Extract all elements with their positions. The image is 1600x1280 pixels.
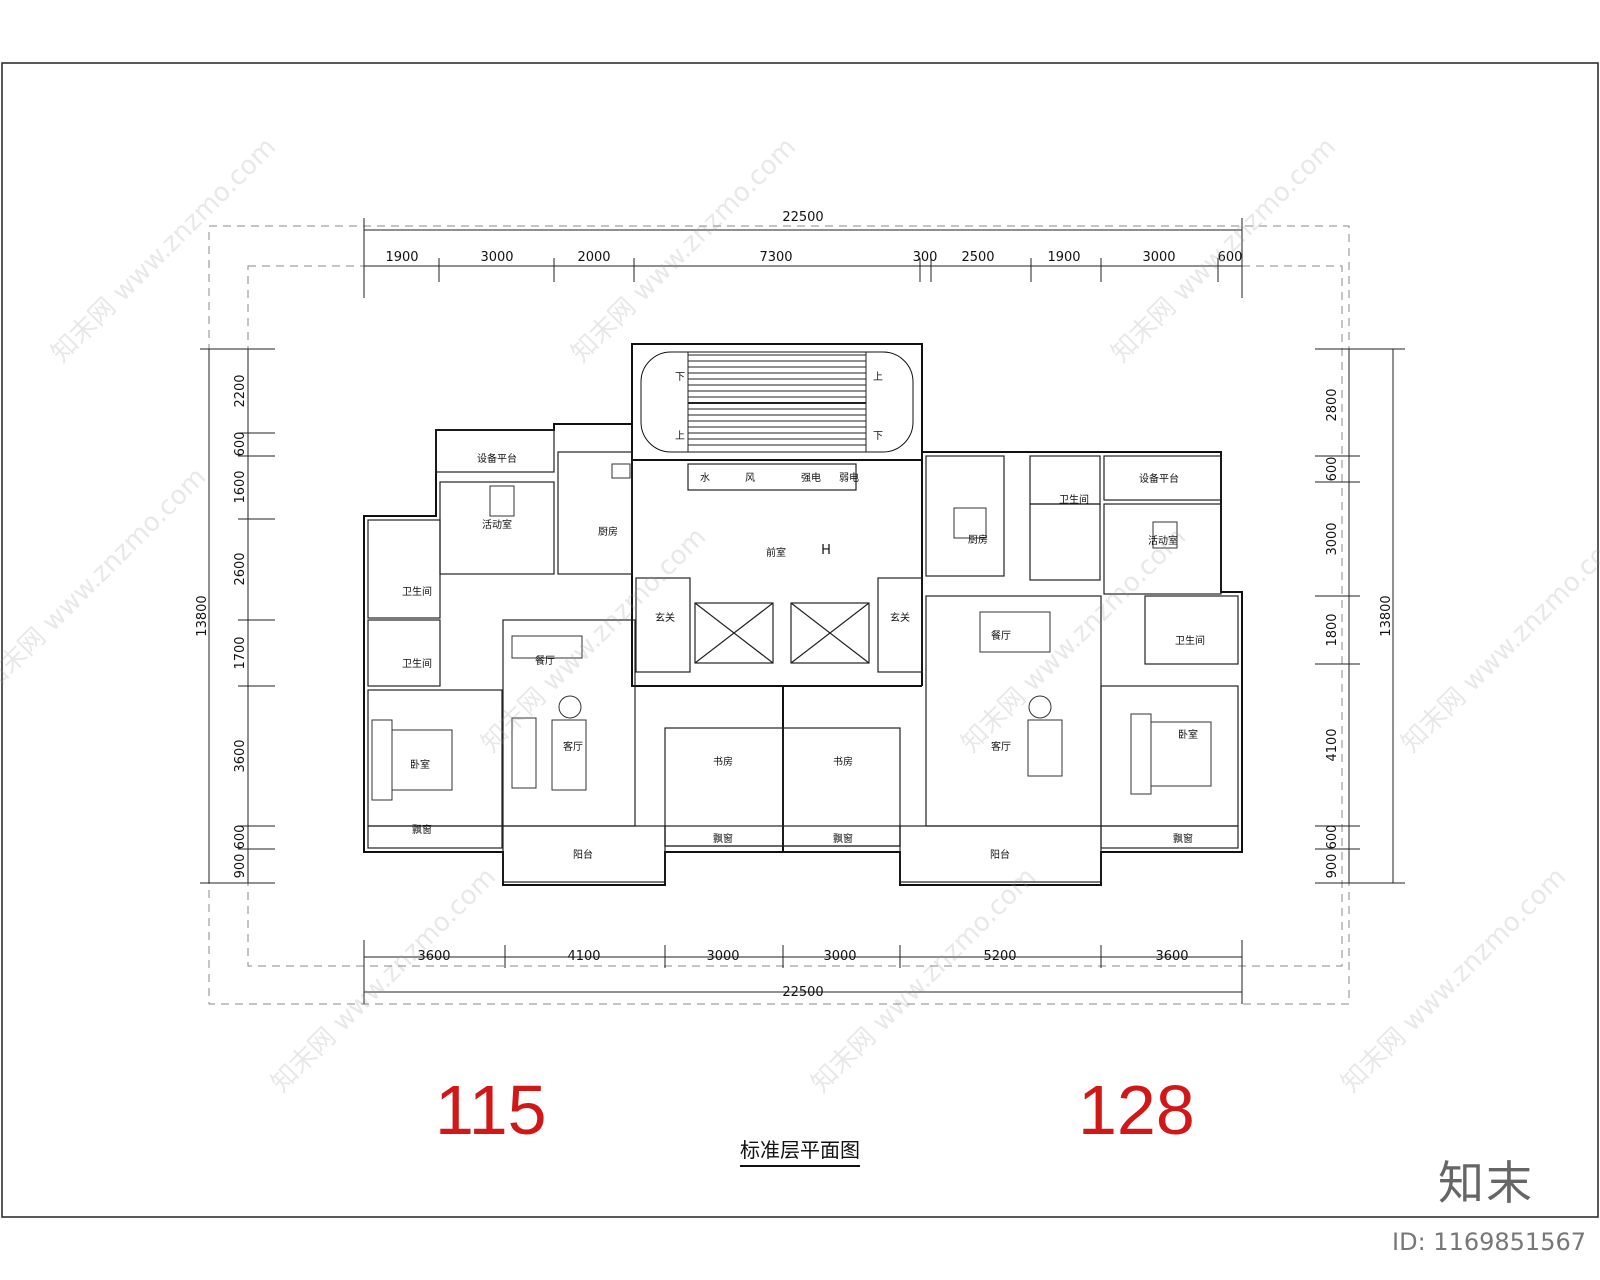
dim-top-8: 3000 — [1142, 250, 1175, 265]
label-equip-right: 设备平台 — [1139, 472, 1179, 485]
dashed-outline-outer — [208, 225, 1350, 1005]
dim-top-9: 600 — [1218, 250, 1243, 265]
furniture — [371, 463, 1212, 801]
dim-right-7: 900 — [1325, 854, 1340, 879]
label-kitchen-left: 厨房 — [598, 525, 618, 538]
dim-left-6: 3600 — [233, 739, 248, 772]
dim-left-1: 2200 — [233, 374, 248, 407]
dim-bottom-3: 3000 — [706, 949, 739, 964]
dim-top-4: 7300 — [759, 250, 792, 265]
label-stair-down-right: 下 — [873, 431, 883, 442]
dim-left-5: 1700 — [233, 636, 248, 669]
label-kitchen-right: 厨房 — [968, 533, 988, 546]
label-bay-study-left: 飘窗 — [713, 832, 733, 845]
stair-treads — [687, 352, 867, 452]
dim-top-5: 300 — [913, 250, 938, 265]
dim-top-1: 1900 — [385, 250, 418, 265]
area-label-left: 115 — [435, 1071, 547, 1149]
label-foyer-left: 玄关 — [655, 611, 675, 624]
label-bay-right: 飘窗 — [1173, 832, 1193, 845]
label-stair-down-left: 下 — [675, 372, 685, 383]
label-shaft-strong: 强电 — [801, 471, 821, 484]
label-bath-right: 卫生间 — [1175, 634, 1205, 647]
top-dimension-lines — [363, 218, 1243, 298]
label-dining-left: 餐厅 — [535, 654, 555, 667]
id-label: ID: 1169851567 — [1392, 1228, 1586, 1256]
drawing-title: 标准层平面图 — [740, 1134, 860, 1167]
dim-top-total: 22500 — [782, 210, 823, 225]
dim-right-6: 600 — [1325, 825, 1340, 850]
brand-logo: 知末 — [1438, 1156, 1534, 1210]
label-equip-left: 设备平台 — [477, 452, 517, 465]
sheet-border — [1, 62, 1599, 1218]
interior-walls — [367, 429, 1239, 883]
label-stair-up-right: 上 — [873, 371, 883, 383]
label-shaft-wind: 风 — [745, 472, 755, 484]
dim-bottom-total: 22500 — [782, 985, 823, 1000]
dashed-outline-inner — [247, 265, 1343, 967]
dim-right-5: 4100 — [1325, 728, 1340, 761]
dim-right-2: 600 — [1325, 457, 1340, 482]
label-balcony-right: 阳台 — [990, 848, 1010, 861]
label-lobby: 前室 — [766, 546, 786, 559]
dim-bottom-1: 3600 — [417, 949, 450, 964]
left-dimension-lines — [200, 348, 275, 884]
label-bay-study-right: 飘窗 — [833, 832, 853, 845]
label-bath-left-2: 卫生间 — [402, 657, 432, 670]
dim-left-3: 1600 — [233, 470, 248, 503]
dim-top-3: 2000 — [577, 250, 610, 265]
label-activity-left: 活动室 — [482, 518, 512, 531]
dim-left-2: 600 — [233, 432, 248, 457]
label-stair-up-left: 上 — [675, 430, 685, 442]
label-shaft-water: 水 — [700, 472, 710, 484]
label-bath-right-top: 卫生间 — [1059, 493, 1089, 506]
dim-right-1: 2800 — [1325, 388, 1340, 421]
bottom-dimension-lines — [363, 940, 1243, 1004]
label-dining-right: 餐厅 — [991, 629, 1011, 642]
dim-right-total: 13800 — [1379, 595, 1394, 636]
dim-right-3: 3000 — [1325, 522, 1340, 555]
dim-left-7: 600 — [233, 825, 248, 850]
label-bedroom-left: 卧室 — [410, 758, 430, 771]
label-bath-left-1: 卫生间 — [402, 585, 432, 598]
label-activity-right: 活动室 — [1148, 534, 1178, 547]
label-lobby-mark: H — [821, 543, 831, 558]
label-balcony-left: 阳台 — [573, 848, 593, 861]
dim-bottom-5: 5200 — [983, 949, 1016, 964]
dim-left-total: 13800 — [195, 595, 210, 636]
label-bedroom-right: 卧室 — [1178, 728, 1198, 741]
dim-top-7: 1900 — [1047, 250, 1080, 265]
label-foyer-right: 玄关 — [890, 611, 910, 624]
dim-right-4: 1800 — [1325, 613, 1340, 646]
label-living-left: 客厅 — [563, 740, 583, 753]
label-bay-left: 飘窗 — [412, 823, 432, 836]
dim-bottom-6: 3600 — [1155, 949, 1188, 964]
label-shaft-weak: 弱电 — [839, 471, 859, 484]
dim-left-4: 2600 — [233, 552, 248, 585]
right-dimension-lines — [1315, 348, 1405, 884]
area-label-right: 128 — [1078, 1071, 1195, 1149]
label-study-left: 书房 — [713, 755, 733, 768]
dim-bottom-2: 4100 — [567, 949, 600, 964]
dim-top-6: 2500 — [961, 250, 994, 265]
dim-top-2: 3000 — [480, 250, 513, 265]
dim-left-8: 900 — [233, 854, 248, 879]
label-study-right: 书房 — [833, 755, 853, 768]
dim-bottom-4: 3000 — [823, 949, 856, 964]
label-living-right: 客厅 — [991, 740, 1011, 753]
